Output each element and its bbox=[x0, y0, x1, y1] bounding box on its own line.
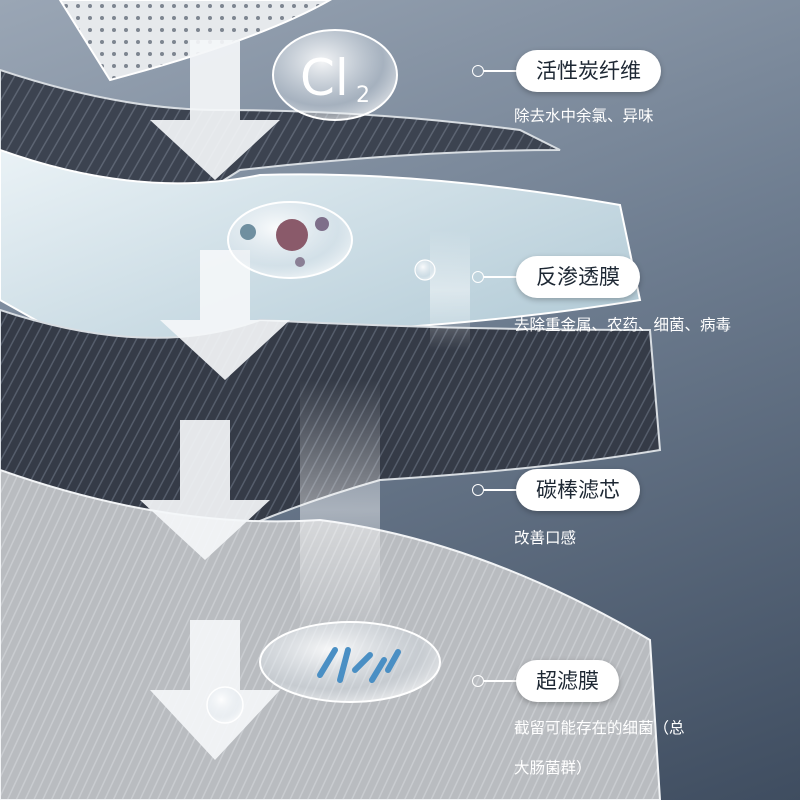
flow-arrow-icon bbox=[150, 40, 280, 180]
layer-description: 改善口感 bbox=[514, 529, 577, 547]
chlorine-subscript: 2 bbox=[356, 83, 370, 108]
layer-description: 除去水中余氯、异味 bbox=[514, 107, 654, 125]
pointer-dot bbox=[472, 271, 484, 283]
chlorine-bubble-icon: Cl 2 bbox=[272, 29, 398, 121]
pointer-dot bbox=[472, 675, 484, 687]
layer-title: 活性炭纤维 bbox=[516, 50, 661, 92]
pointer-line bbox=[484, 70, 520, 72]
flow-arrow-icon bbox=[140, 420, 270, 560]
water-mist bbox=[430, 230, 470, 350]
layer-title: 反渗透膜 bbox=[516, 256, 640, 298]
pointer-dot bbox=[472, 484, 484, 496]
pointer-line bbox=[484, 489, 520, 491]
pointer-line bbox=[484, 680, 520, 682]
layer-title: 超滤膜 bbox=[516, 660, 619, 702]
droplet bbox=[206, 686, 244, 724]
layer-description: 截留可能存在的细菌（总 bbox=[514, 719, 685, 737]
pointer-dot bbox=[472, 65, 484, 77]
chlorine-symbol: Cl bbox=[300, 49, 349, 107]
flow-arrow-icon bbox=[160, 250, 290, 380]
water-mist bbox=[300, 380, 380, 640]
virus-bubble-icon bbox=[227, 201, 353, 279]
layer-description: 大肠菌群） bbox=[514, 759, 592, 777]
droplet bbox=[414, 259, 436, 281]
pointer-line bbox=[484, 276, 520, 278]
layer-description: 去除重金属、农药、细菌、病毒 bbox=[514, 316, 732, 334]
bacteria-bubble-icon bbox=[259, 621, 441, 703]
layer-title: 碳棒滤芯 bbox=[516, 469, 640, 511]
